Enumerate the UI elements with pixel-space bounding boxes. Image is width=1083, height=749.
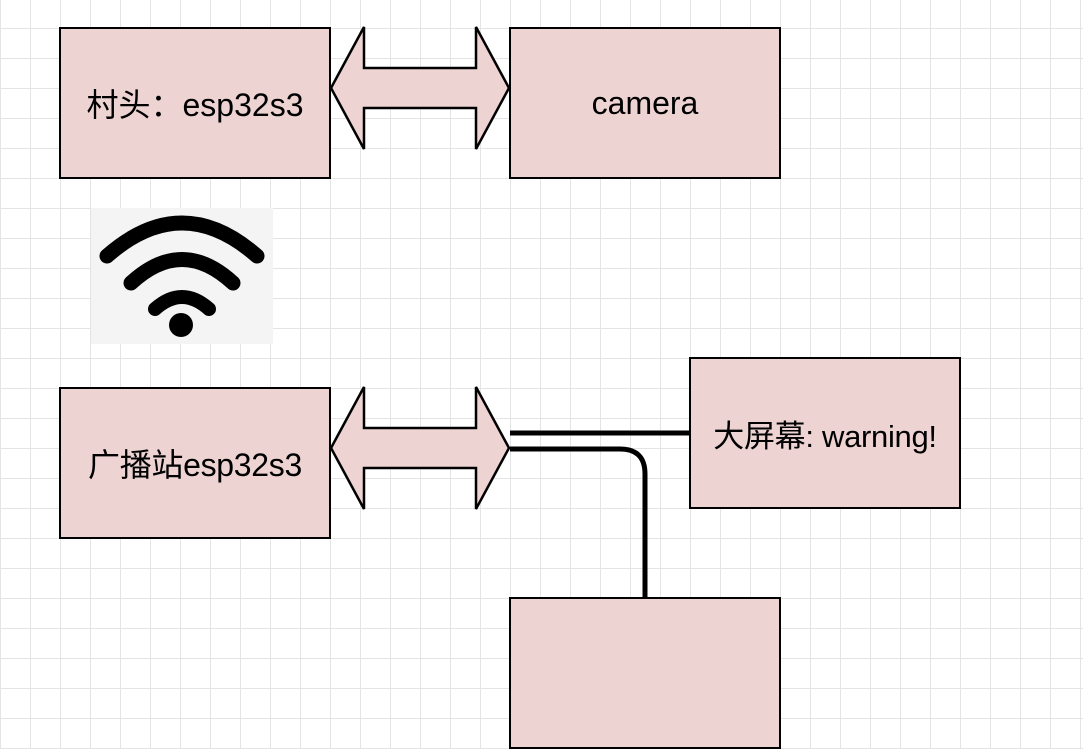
wifi-dot	[169, 313, 193, 337]
wifi-arc-outer	[99, 215, 265, 264]
node-broadcast-label: 广播站esp32s3	[88, 447, 302, 483]
connectors-layer	[329, 26, 690, 598]
double-arrow-village-camera[interactable]	[329, 26, 511, 150]
edge-to-bottom[interactable]	[510, 446, 648, 598]
node-screen-label: 大屏幕: warning!	[713, 418, 937, 454]
double-arrow-broadcast[interactable]	[329, 386, 511, 510]
node-camera-label: camera	[591, 84, 699, 121]
wifi-arc-inner	[148, 290, 216, 316]
node-camera[interactable]: camera	[509, 27, 781, 179]
wifi-icon	[91, 208, 273, 344]
node-big-screen[interactable]: 大屏幕: warning!	[689, 357, 961, 509]
wifi-arc-middle	[123, 252, 241, 291]
node-bottom[interactable]	[509, 597, 781, 749]
node-village-esp32s3[interactable]: 村头：esp32s3	[59, 27, 331, 179]
node-broadcast-esp32s3[interactable]: 广播站esp32s3	[59, 387, 331, 539]
node-village-label: 村头：esp32s3	[86, 87, 304, 123]
